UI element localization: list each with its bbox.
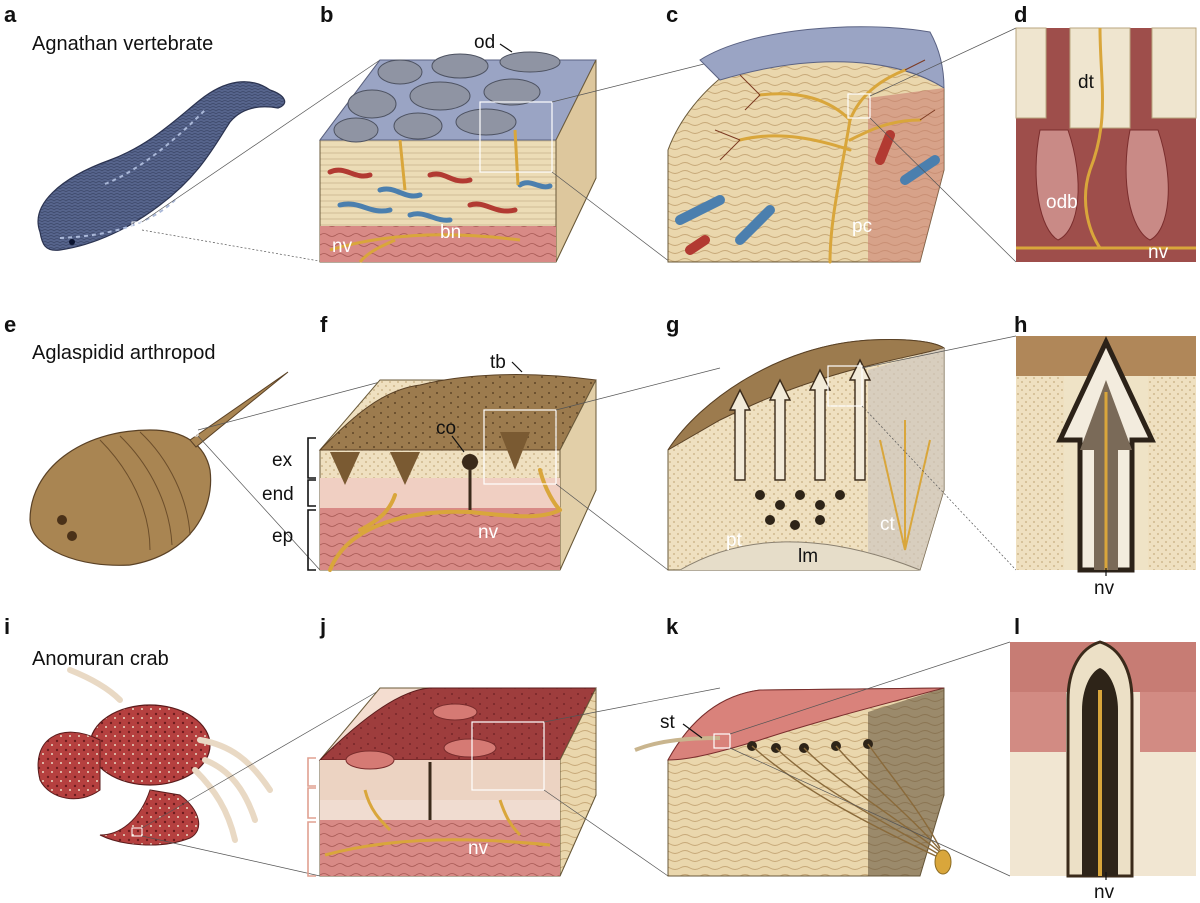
panel-letter-g: g [666,312,680,337]
aglaspidid-tubercle-section [667,339,946,571]
label-odb: odb [1046,192,1078,213]
panel-letter-l: l [1014,614,1021,639]
zoom-connector-k-l [729,641,1011,877]
panel-letter-b: b [320,2,334,27]
label-nv-f: nv [478,522,499,543]
label-lm: lm [798,546,818,567]
zoom-connector-f-g [555,367,721,571]
callout-leaders [451,43,1107,880]
label-pt: pt [726,530,743,551]
crab-seta-section [634,687,952,877]
zoom-connector-j-k [543,687,721,877]
label-nv-j: nv [468,838,489,859]
label-bn: bn [440,222,461,243]
aglaspidid-arthropod-illustration [29,371,289,566]
crab-cuticle-block [318,687,597,877]
row-title-agnathan: Agnathan vertebrate [32,33,214,55]
zoom-connector-a-b [141,59,381,263]
row-title-anomuran: Anomuran crab [32,648,169,670]
row-title-aglaspidid: Aglaspidid arthropod [32,342,216,364]
panel-letter-e: e [4,312,17,337]
label-ct: ct [880,514,896,535]
label-st: st [660,712,676,733]
aglaspidid-spine-detail [1016,336,1196,573]
zoom-connector-b-c [551,59,721,263]
anomuran-crab-illustration [37,667,273,846]
label-od: od [474,32,495,53]
panel-letter-i: i [4,614,11,639]
label-end: end [262,484,294,505]
agnathan-fish-illustration [37,81,286,251]
label-pc: pc [852,216,872,237]
panel-letter-h: h [1014,312,1028,337]
label-nv-h: nv [1094,578,1115,599]
zoom-connector-i-j [141,689,381,877]
label-tb: tb [490,352,506,373]
aglaspidid-cuticle-block [318,374,597,572]
label-ex: ex [272,450,293,471]
panel-letter-d: d [1014,2,1028,27]
agnathan-dentine-detail [1015,27,1197,262]
zoom-connector-g-h [861,335,1017,571]
zoom-connector-c-d [869,27,1017,263]
label-nv-l: nv [1094,882,1115,903]
label-nv-d: nv [1148,242,1169,263]
panel-letter-k: k [666,614,679,639]
crab-seta-detail [1010,640,1196,878]
panel-letter-j: j [320,614,327,639]
panel-letter-f: f [320,312,328,337]
panel-letter-c: c [666,2,679,27]
agnathan-tubercle-section [667,26,945,264]
agnathan-bone-block [319,51,597,263]
layer-brackets-j [307,757,316,877]
label-co: co [436,418,456,439]
label-nv-b: nv [332,236,353,257]
layer-brackets-f [307,437,316,571]
zoom-connector-e-f [197,381,381,571]
panel-letter-a: a [4,2,17,27]
label-dt: dt [1078,72,1095,93]
label-ep: ep [272,526,293,547]
